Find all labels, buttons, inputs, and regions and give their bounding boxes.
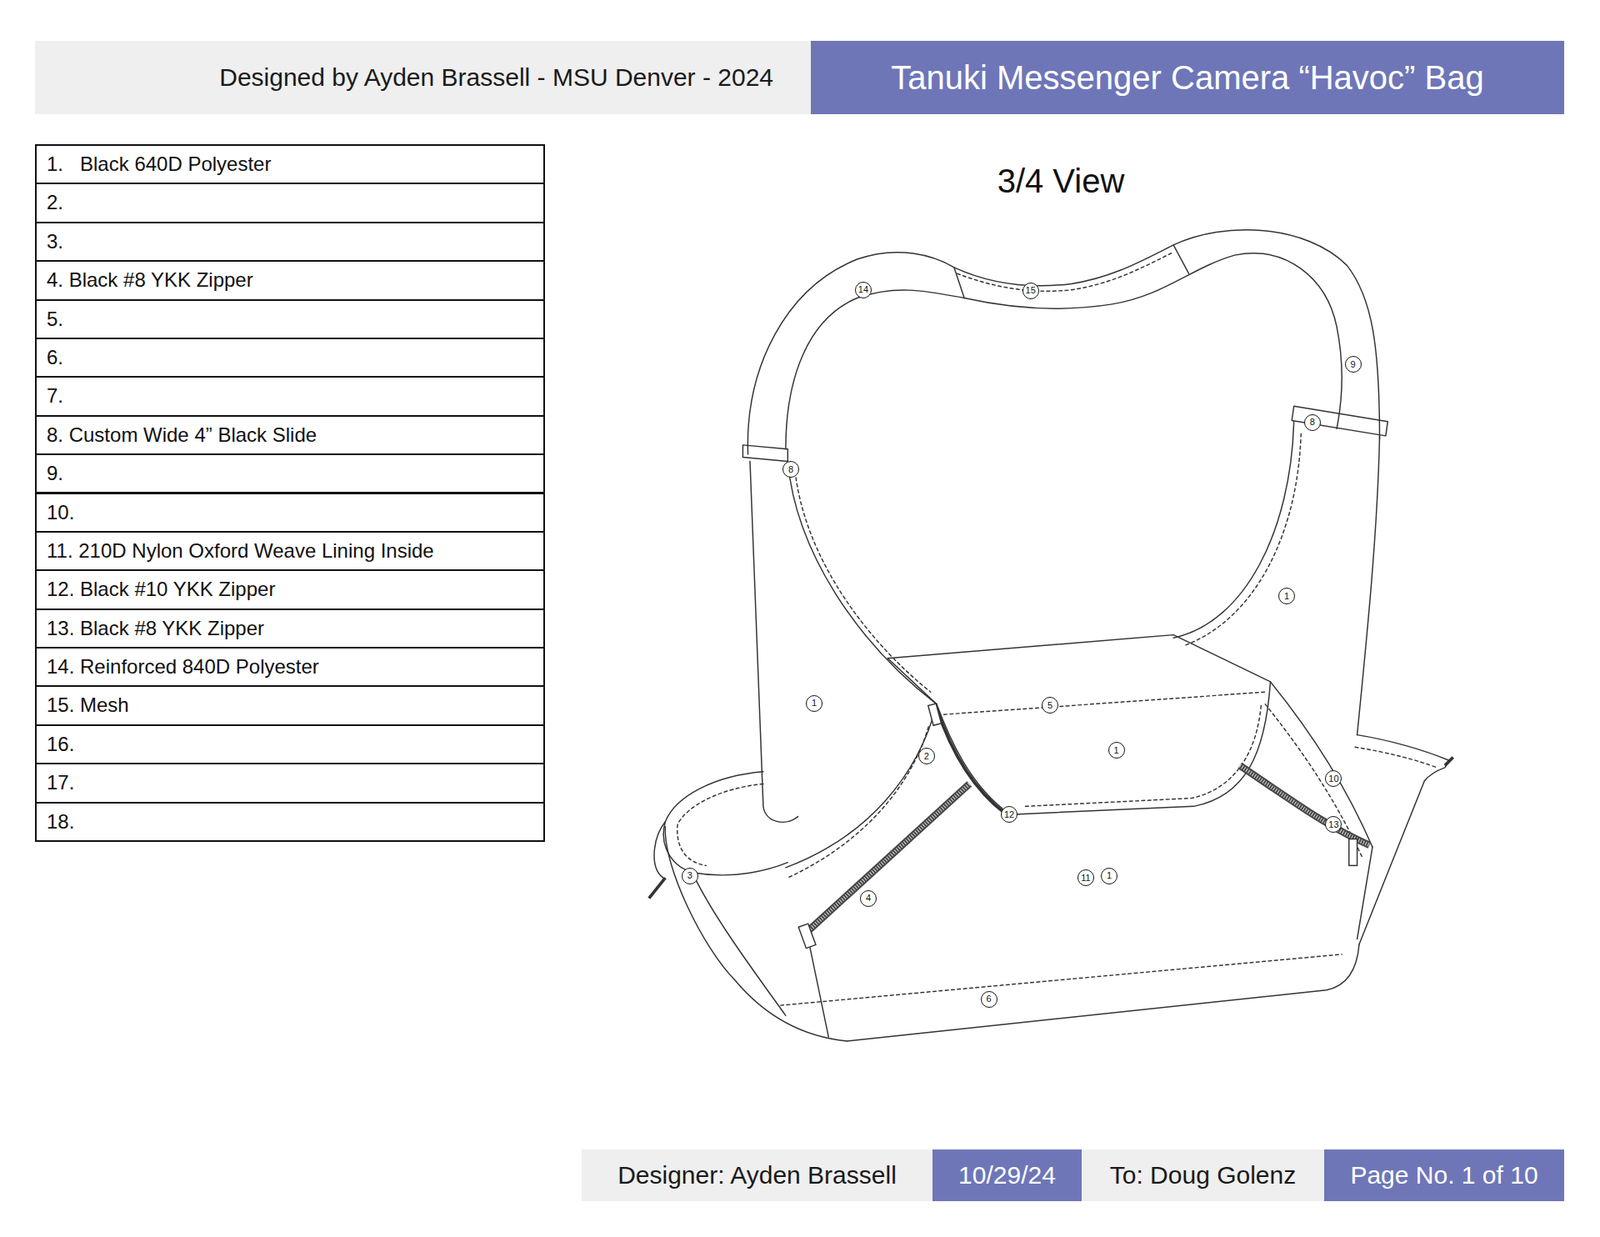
table-cell: 3. bbox=[35, 221, 545, 262]
callout-number: 10 bbox=[1328, 774, 1339, 784]
recipient-box: To: Doug Golenz bbox=[1081, 1149, 1325, 1201]
table-cell: 8. Custom Wide 4” Black Slide bbox=[35, 415, 545, 455]
table-cell: 11. 210D Nylon Oxford Weave Lining Insid… bbox=[35, 530, 545, 571]
callout-circle: 15 bbox=[1022, 282, 1040, 300]
table-cell: 12. Black #10 YKK Zipper bbox=[35, 569, 545, 610]
callout-circle: 13 bbox=[1325, 815, 1342, 833]
callout-circle: 5 bbox=[1041, 696, 1059, 714]
callout-circle: 8 bbox=[1304, 414, 1321, 431]
footer-text: 10/29/24 bbox=[958, 1160, 1056, 1190]
table-cell: 6. bbox=[35, 337, 545, 378]
view-title: 3/4 View bbox=[997, 162, 1125, 200]
table-cell: 7. bbox=[35, 375, 545, 416]
callout-circle: 2 bbox=[918, 747, 935, 765]
callout-circle: 12 bbox=[1000, 805, 1018, 823]
table-cell: 2. bbox=[35, 182, 545, 223]
table-cell: 9. bbox=[35, 453, 545, 494]
callout-number: 1 bbox=[1114, 745, 1120, 755]
table-cell: 16. bbox=[35, 724, 545, 765]
callout-number: 14 bbox=[858, 285, 869, 295]
callout-circle: 1 bbox=[1278, 587, 1295, 605]
callout-number: 5 bbox=[1047, 700, 1053, 710]
callout-number: 3 bbox=[687, 870, 693, 880]
callout-circle: 1 bbox=[1108, 741, 1125, 759]
designer-box: Designer: Ayden Brassell bbox=[581, 1149, 933, 1201]
table-cell: 17. bbox=[35, 762, 545, 803]
callout-number: 1 bbox=[1106, 870, 1112, 880]
page-number-box: Page No. 1 of 10 bbox=[1324, 1149, 1565, 1201]
callout-number: 9 bbox=[1350, 360, 1356, 370]
callout-number: 13 bbox=[1328, 820, 1339, 830]
table-cell: 14. Reinforced 840D Polyester bbox=[35, 646, 545, 687]
table-cell: 10. bbox=[35, 492, 545, 533]
callout-circle: 1 bbox=[1100, 867, 1118, 885]
callout-circle: 1 bbox=[805, 695, 823, 712]
table-cell: 18. bbox=[35, 801, 545, 842]
callout-number: 1 bbox=[811, 698, 817, 708]
callout-circle: 9 bbox=[1345, 355, 1362, 373]
title-text: Tanuki Messenger Camera “Havoc” Bag bbox=[890, 59, 1484, 97]
date-box: 10/29/24 bbox=[932, 1149, 1082, 1201]
callout-number: 6 bbox=[985, 994, 991, 1004]
header-credit-bar: Designed by Ayden Brassell - MSU Denver … bbox=[35, 40, 811, 115]
callout-circle: 14 bbox=[855, 281, 872, 299]
callout-number: 8 bbox=[788, 465, 794, 475]
callout-circle: 3 bbox=[681, 867, 699, 885]
callout-number: 4 bbox=[865, 893, 871, 903]
callout-circle: 4 bbox=[860, 890, 877, 907]
footer-text: Page No. 1 of 10 bbox=[1350, 1160, 1538, 1190]
callout-circle: 8 bbox=[782, 460, 800, 478]
table-cell: 15. Mesh bbox=[35, 685, 545, 725]
callout-number: 11 bbox=[1080, 873, 1090, 883]
callout-circle: 10 bbox=[1325, 770, 1342, 787]
table-cell: 13. Black #8 YKK Zipper bbox=[35, 608, 545, 649]
table-cell: 1. Black 640D Polyester bbox=[35, 144, 545, 185]
callout-number: 12 bbox=[1004, 810, 1015, 820]
header-title-bar: Tanuki Messenger Camera “Havoc” Bag bbox=[810, 40, 1565, 115]
footer-text: To: Doug Golenz bbox=[1110, 1160, 1296, 1190]
callout-number: 2 bbox=[924, 751, 930, 761]
credit-text: Designed by Ayden Brassell - MSU Denver … bbox=[219, 63, 774, 92]
callout-circle: 6 bbox=[980, 990, 998, 1008]
callout-circle: 11 bbox=[1077, 869, 1095, 886]
callout-number: 15 bbox=[1025, 285, 1036, 295]
table-cell: 5. bbox=[35, 299, 545, 340]
callout-number: 1 bbox=[1284, 591, 1290, 601]
footer-text: Designer: Ayden Brassell bbox=[617, 1160, 897, 1190]
table-cell: 4. Black #8 YKK Zipper bbox=[35, 260, 545, 300]
callout-number: 8 bbox=[1310, 417, 1315, 427]
